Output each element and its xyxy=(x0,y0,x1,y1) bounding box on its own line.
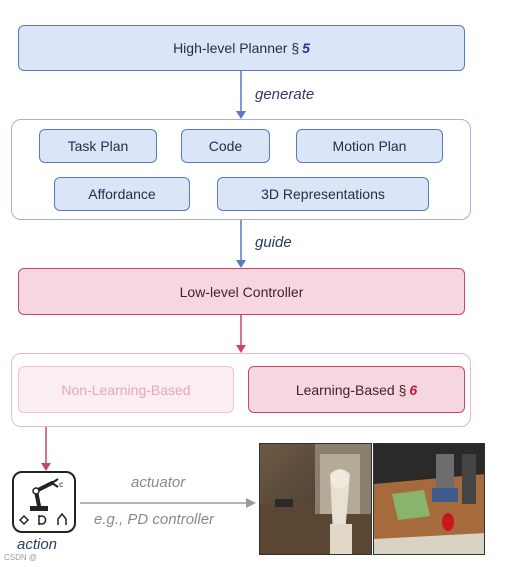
3d-representations-box: 3D Representations xyxy=(217,177,429,211)
learning-based-box: Learning-Based § 6 xyxy=(248,366,465,413)
svg-text:c: c xyxy=(59,480,63,489)
learning-section-number: 6 xyxy=(409,381,418,398)
robot-photo-right xyxy=(373,443,485,555)
high-level-planner-box: High-level Planner § 5 xyxy=(18,25,465,71)
generate-arrow xyxy=(236,71,246,119)
high-level-planner-label: High-level Planner § xyxy=(173,40,300,56)
robot-photo-left xyxy=(259,443,372,555)
action-label: action xyxy=(17,536,58,553)
controller-arrow xyxy=(236,315,246,353)
guide-arrow xyxy=(236,220,246,268)
actuator-label: actuator xyxy=(131,474,186,491)
motion-plan-box: Motion Plan xyxy=(296,129,443,163)
task-plan-box: Task Plan xyxy=(39,129,157,163)
watermark: CSDN @ xyxy=(4,553,38,562)
planner-section-number: 5 xyxy=(302,40,310,56)
generate-label: generate xyxy=(255,86,315,103)
actuator-example-label: e.g., PD controller xyxy=(94,511,215,528)
non-learning-based-box: Non-Learning-Based xyxy=(18,366,234,413)
robot-arm-icon: c xyxy=(12,471,76,533)
action-arrow xyxy=(41,427,51,471)
affordance-box: Affordance xyxy=(54,177,190,211)
code-box: Code xyxy=(181,129,270,163)
guide-label: guide xyxy=(255,234,292,251)
learning-based-label: Learning-Based § xyxy=(295,381,407,398)
low-level-controller-box: Low-level Controller xyxy=(18,268,465,315)
actuator-arrow xyxy=(80,498,256,508)
